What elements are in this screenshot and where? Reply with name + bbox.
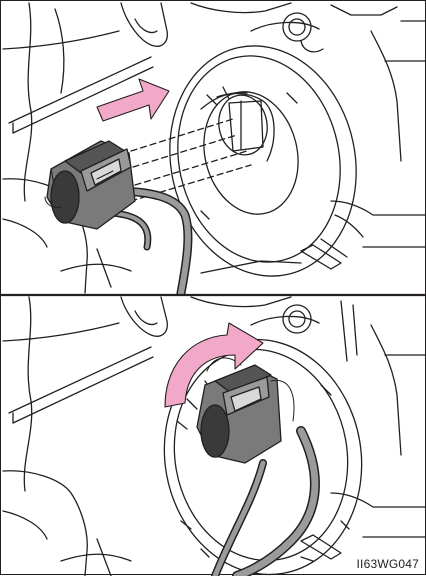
top-engine-bay-lines: [3, 3, 425, 293]
top-panel: [3, 3, 425, 294]
figure-code-label: II63WG047: [357, 558, 420, 570]
bottom-bulb-connector: [197, 358, 294, 463]
push-straight-arrow: [97, 79, 169, 121]
bottom-panel: [3, 297, 425, 576]
top-alignment-guides: [131, 119, 251, 201]
